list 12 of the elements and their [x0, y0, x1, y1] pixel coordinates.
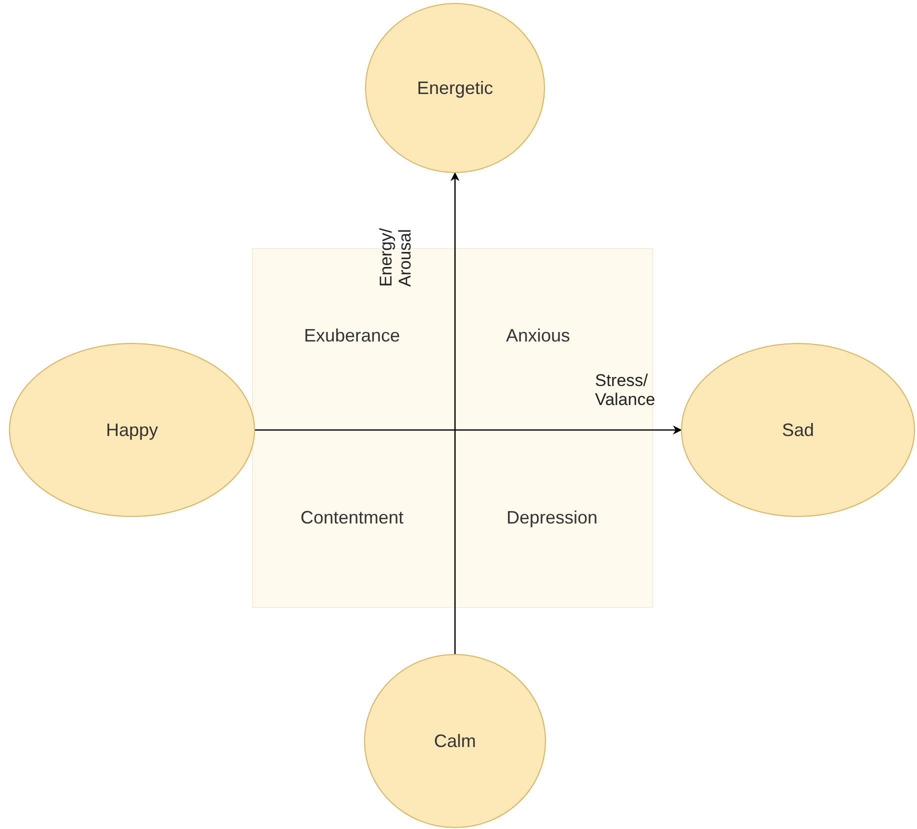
axis-arrow — [450, 172, 460, 654]
node-label: Energetic — [416, 78, 494, 98]
node-label: Calm — [434, 730, 476, 752]
quadrant-label: Contentment — [300, 508, 404, 528]
node-label: Sad — [782, 420, 814, 440]
axis-label: Energy/ Arousal — [377, 227, 415, 287]
axis-arrow — [255, 426, 682, 434]
quadrant-label: Depression — [506, 508, 598, 528]
node-label: Happy — [106, 420, 158, 440]
quadrant-label: Exuberance — [304, 326, 400, 346]
quadrant-label: Anxious — [506, 326, 570, 346]
axis-label: Stress/ Valance — [595, 372, 656, 410]
